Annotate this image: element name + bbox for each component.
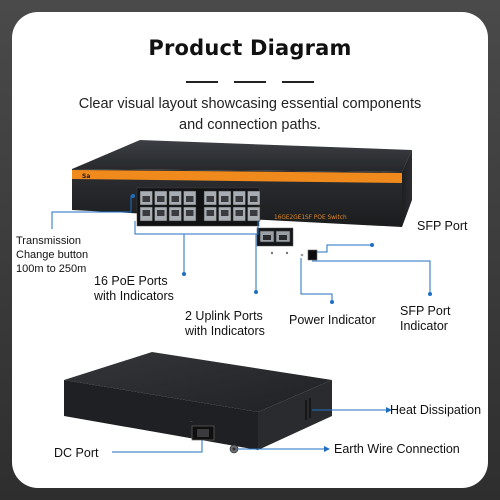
uplink-callout: 2 Uplink Ports with Indicators <box>185 309 265 339</box>
uplink-indicator <box>270 251 274 255</box>
uplink-port-socket <box>279 235 287 240</box>
divider-dash <box>234 81 266 83</box>
subtitle-line: Clear visual layout showcasing essential… <box>78 96 422 112</box>
diagram-card: Product Diagram Clear visual layout show… <box>12 12 488 488</box>
poe-port-socket <box>221 196 229 202</box>
earth-callout: Earth Wire Connection <box>334 442 460 456</box>
callout-line: Change button <box>16 249 89 261</box>
sfp-port-leader <box>317 244 372 253</box>
callout-line: with Indicators <box>185 324 265 338</box>
power-callout: Power Indicator <box>289 313 376 327</box>
poe-port-socket <box>157 210 165 216</box>
switch-side-panel <box>402 150 412 227</box>
divider-dash <box>282 81 314 83</box>
rear-top-panel <box>64 352 332 412</box>
switch-rear-view: ~ <box>64 352 332 454</box>
callout-line: 100m to 250m <box>16 263 87 275</box>
poe-port-socket <box>186 196 194 202</box>
sfp-indicator-leader <box>312 260 431 294</box>
poe-port-socket <box>250 210 258 216</box>
poe-bracket <box>134 221 259 235</box>
callout-line: 16 PoE Ports <box>94 274 168 288</box>
sfp-indicator-callout: SFP Port Indicator <box>400 304 450 334</box>
earth-screw-center <box>232 447 236 451</box>
poe-port-socket <box>206 210 214 216</box>
title-divider <box>12 81 488 83</box>
uplink-port-socket <box>263 235 271 240</box>
heat-callout: Heat Dissipation <box>390 403 482 417</box>
poe-port-socket <box>142 210 150 216</box>
dc-callout: DC Port <box>54 446 99 460</box>
power-leader <box>300 258 333 302</box>
sfp-port <box>307 249 318 261</box>
callout-line: Transmission <box>16 235 81 247</box>
poe-callout: 16 PoE Ports with Indicators <box>94 274 174 304</box>
poe-port-socket <box>221 210 229 216</box>
switch-front-view: Sa 16GE2GE1SF POE Switch <box>72 140 412 261</box>
poe-port-socket <box>186 210 194 216</box>
switch-accent-strip <box>72 170 402 183</box>
callout-line: 2 Uplink Ports <box>185 309 263 323</box>
callout-lines-top <box>51 194 432 304</box>
leader-dot <box>254 290 258 294</box>
subtitle-line: and connection paths. <box>179 117 321 133</box>
device-illustration: Sa 16GE2GE1SF POE Switch <box>51 140 432 454</box>
leader-dot <box>428 292 432 296</box>
page-title: Product Diagram <box>148 36 352 60</box>
leader-dot <box>131 194 135 198</box>
dc-leader <box>112 440 203 453</box>
dc-port-socket <box>197 429 209 437</box>
callout-lines-bottom <box>112 407 392 453</box>
model-label: 16GE2GE1SF POE Switch <box>274 215 347 221</box>
poe-port-socket <box>157 196 165 202</box>
power-led <box>300 253 304 257</box>
uplink-indicator <box>285 251 289 255</box>
transmission-callout: Transmission Change button 100m to 250m <box>16 234 88 276</box>
poe-port-socket <box>171 210 179 216</box>
poe-port-socket <box>250 196 258 202</box>
leader-dot <box>330 300 334 304</box>
switch-top-panel <box>72 140 412 172</box>
leader-dot <box>370 243 374 247</box>
callout-line: Indicator <box>400 319 448 333</box>
page-subtitle: Clear visual layout showcasing essential… <box>42 94 458 136</box>
rear-right-panel <box>258 380 332 450</box>
earth-arrowhead <box>324 446 330 452</box>
poe-port-socket <box>235 210 243 216</box>
leader-dot <box>182 272 186 276</box>
poe-ports <box>139 190 261 222</box>
poe-port-socket <box>142 196 150 202</box>
callout-line: SFP Port <box>400 304 451 318</box>
poe-port-socket <box>171 196 179 202</box>
poe-port-socket <box>235 196 243 202</box>
heat-arrowhead <box>386 407 392 413</box>
divider-dash <box>186 81 218 83</box>
callout-line: with Indicators <box>94 289 174 303</box>
sfp-port-callout: SFP Port <box>417 219 468 233</box>
brand-logo: Sa <box>82 173 90 180</box>
poe-port-socket <box>206 196 214 202</box>
dc-port-marking: ~ <box>190 420 193 424</box>
